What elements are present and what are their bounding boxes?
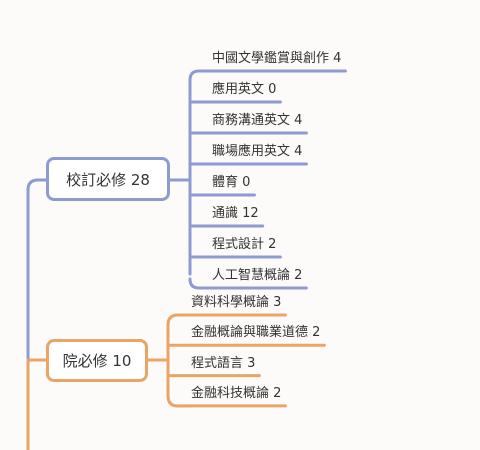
leaf-required-college-2[interactable]: 程式語言 3 [191, 355, 256, 371]
leaf-required-revised-1[interactable]: 應用英文 0 [212, 82, 277, 97]
leaf-required-revised-2[interactable]: 商務溝通英文 4 [212, 113, 303, 128]
leaf-required-revised-4[interactable]: 體育 0 [212, 175, 251, 190]
leaf-required-revised-7[interactable]: 人工智慧概論 2 [212, 268, 303, 283]
node-required-revised-label: 校訂必修 28 [66, 170, 150, 189]
leaf-underline-required-revised-0 [188, 69, 347, 82]
trunk-to-revised [26, 178, 48, 362]
node-required-revised[interactable]: 校訂必修 28 [46, 157, 170, 201]
node-required-college[interactable]: 院必修 10 [46, 339, 148, 382]
college-bracket [166, 313, 192, 408]
leaf-required-revised-6[interactable]: 程式設計 2 [212, 237, 277, 252]
leaf-required-revised-0[interactable]: 中國文學鑑賞與創作 4 [212, 51, 342, 66]
leaf-required-college-0[interactable]: 資料科學概論 3 [191, 295, 282, 310]
leaf-underline-required-revised-7 [188, 277, 308, 290]
leaf-required-college-1[interactable]: 金融概論與職業道德 2 [191, 325, 321, 341]
leaf-required-revised-5[interactable]: 通識 12 [212, 206, 259, 221]
node-required-college-label: 院必修 10 [62, 352, 132, 370]
leaf-required-college-3[interactable]: 金融科技概論 2 [191, 385, 282, 401]
leaf-required-revised-3[interactable]: 職場應用英文 4 [212, 144, 303, 159]
